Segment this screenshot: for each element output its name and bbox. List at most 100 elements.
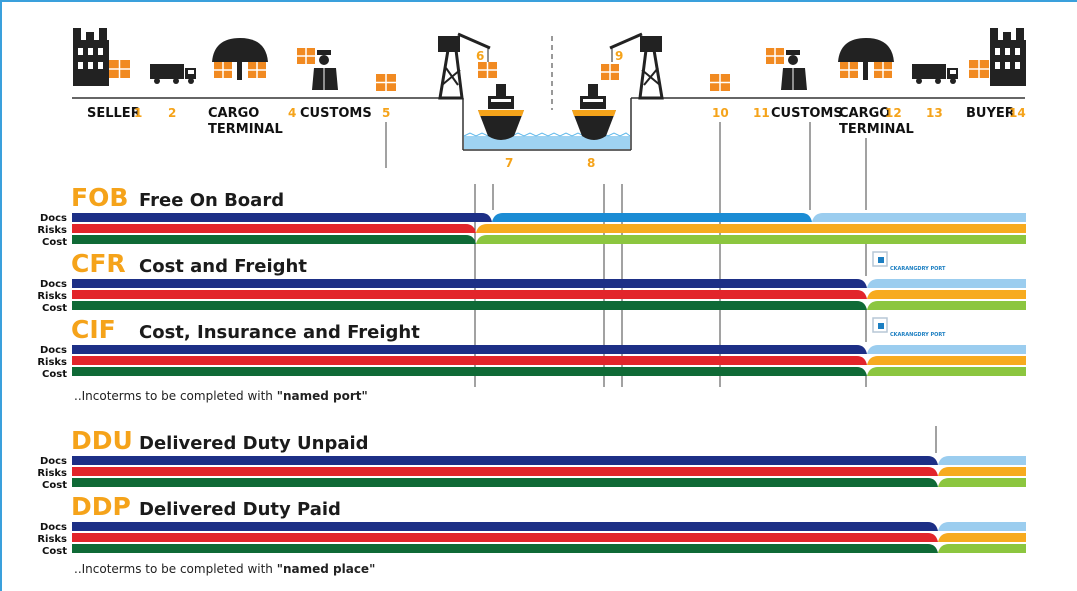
station-4-number: 4 xyxy=(288,106,296,120)
docs-label: Docs xyxy=(40,213,67,224)
docs-bar-buyer xyxy=(812,213,1026,222)
cargo-terminal-icon xyxy=(838,38,894,80)
risks-label: Risks xyxy=(37,534,67,545)
term-code: CFR xyxy=(71,249,126,278)
term-ddu: DDU Delivered Duty Unpaid Docs Risks Cos… xyxy=(37,426,1026,491)
dry-port-logo: CKARANGDRY PORT xyxy=(872,251,946,272)
risks-bar-seller xyxy=(72,467,938,476)
station-12-label-line-1: CARGO xyxy=(839,106,890,121)
station-11-label: CUSTOMS xyxy=(771,106,843,121)
docs-bar-buyer xyxy=(867,279,1026,288)
cost-bar-seller xyxy=(72,544,938,553)
cost-label: Cost xyxy=(42,480,67,491)
ground-line xyxy=(72,97,1025,151)
station-9-number: 9 xyxy=(615,49,623,63)
station-4-label: CUSTOMS xyxy=(300,106,372,121)
water xyxy=(464,136,630,149)
cost-label: Cost xyxy=(42,237,67,248)
risks-label: Risks xyxy=(37,357,67,368)
term-code: FOB xyxy=(71,183,128,212)
cost-bar-buyer xyxy=(867,367,1026,376)
risks-bar-seller xyxy=(72,224,476,233)
docs-bar-seller xyxy=(72,279,867,288)
station-5-number: 5 xyxy=(382,106,390,120)
risks-bar-buyer xyxy=(867,290,1026,299)
term-name: Free On Board xyxy=(139,190,284,211)
logo-text: CKARANGDRY PORT xyxy=(890,266,946,272)
note-prefix: ..Incoterms to be completed with xyxy=(74,562,277,576)
station-1-number: 1 xyxy=(134,106,142,120)
buyer-factory-icon xyxy=(969,28,1026,86)
cost-bar-buyer xyxy=(867,301,1026,310)
risks-bar-buyer xyxy=(938,467,1026,476)
term-name: Cost and Freight xyxy=(139,256,307,277)
cost-bar-seller xyxy=(72,301,867,310)
station-7-number: 7 xyxy=(505,156,513,170)
docs-label: Docs xyxy=(40,522,67,533)
risks-bar-seller xyxy=(72,356,867,365)
cost-bar-buyer xyxy=(476,235,1026,244)
truck-icon xyxy=(912,64,958,84)
term-code: CIF xyxy=(71,315,116,344)
station-14-label: BUYER xyxy=(966,106,1015,121)
station-12-label-line-2: TERMINAL xyxy=(839,122,914,137)
risks-label: Risks xyxy=(37,225,67,236)
customs-officer-icon xyxy=(297,48,338,90)
term-name: Delivered Duty Unpaid xyxy=(139,433,369,454)
risks-bar-buyer xyxy=(938,533,1026,542)
docs-label: Docs xyxy=(40,279,67,290)
docs-label: Docs xyxy=(40,345,67,356)
station-12-number: 12 xyxy=(885,106,902,120)
cost-bar-buyer xyxy=(938,478,1026,487)
docs-bar-seller xyxy=(72,456,938,465)
cargo-terminal-icon xyxy=(212,38,268,80)
station-1-label: SELLER xyxy=(87,106,141,121)
term-fob: FOB Free On Board Docs Risks Cost xyxy=(37,183,1026,248)
docs-bar-seller xyxy=(72,345,867,354)
station-2-number: 2 xyxy=(168,106,176,120)
crane-icon xyxy=(609,32,664,100)
cost-bar-buyer xyxy=(938,544,1026,553)
cost-label: Cost xyxy=(42,546,67,557)
crate-icon xyxy=(710,74,730,91)
cost-bar-seller xyxy=(72,478,938,487)
station-11-number: 11 xyxy=(753,106,770,120)
term-name: Cost, Insurance and Freight xyxy=(139,322,420,343)
logo-text: CKARANGDRY PORT xyxy=(890,332,946,338)
term-cif: CIF Cost, Insurance and Freight Docs Ris… xyxy=(37,315,1026,380)
risks-bar-seller xyxy=(72,290,867,299)
term-cfr: CFR Cost and Freight Docs Risks Cost CKA… xyxy=(37,249,1026,314)
note-prefix: ..Incoterms to be completed with xyxy=(74,389,277,403)
note-emphasis: "named place" xyxy=(277,562,376,576)
risks-label: Risks xyxy=(37,291,67,302)
risks-bar-buyer xyxy=(867,356,1026,365)
term-code: DDP xyxy=(71,492,131,521)
truck-icon xyxy=(150,64,196,84)
risks-bar-seller xyxy=(72,533,938,542)
station-3-label-line-2: TERMINAL xyxy=(208,122,283,137)
station-14-number: 14 xyxy=(1009,106,1026,120)
docs-bar-seller xyxy=(72,213,492,222)
cost-label: Cost xyxy=(42,303,67,314)
docs-label: Docs xyxy=(40,456,67,467)
station-13-number: 13 xyxy=(926,106,943,120)
note-emphasis: "named port" xyxy=(277,389,368,403)
station-8-number: 8 xyxy=(587,156,595,170)
risks-bar-buyer xyxy=(476,224,1026,233)
docs-bar-transit xyxy=(492,213,812,222)
cost-bar-seller xyxy=(72,367,867,376)
ship-icon xyxy=(572,64,619,140)
seller-factory-icon xyxy=(73,28,130,86)
named-place-note: ..Incoterms to be completed with "named … xyxy=(74,562,375,576)
station-labels: SELLER 1 2 CARGO TERMINAL 4 CUSTOMS 5 6 … xyxy=(87,49,1026,170)
cost-bar-seller xyxy=(72,235,476,244)
customs-officer-icon xyxy=(766,48,807,90)
crate-icon xyxy=(376,74,396,91)
term-ddp: DDP Delivered Duty Paid Docs Risks Cost xyxy=(37,492,1026,557)
dry-port-logo: CKARANGDRY PORT xyxy=(872,317,946,338)
station-10-number: 10 xyxy=(712,106,729,120)
crane-icon xyxy=(438,32,497,100)
cost-label: Cost xyxy=(42,369,67,380)
